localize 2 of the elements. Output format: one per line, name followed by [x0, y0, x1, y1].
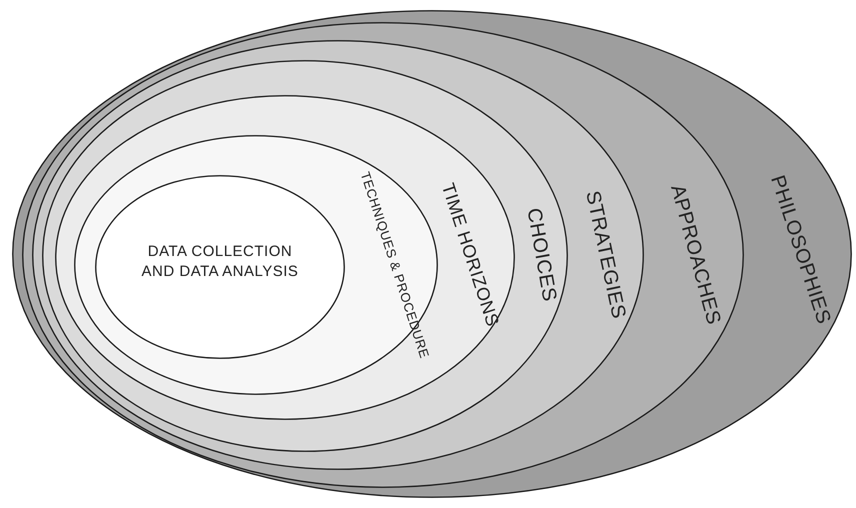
- layer-label: CHOICES: [521, 206, 561, 304]
- layer-label: DATA COLLECTION AND DATA ANALYSIS: [140, 242, 300, 282]
